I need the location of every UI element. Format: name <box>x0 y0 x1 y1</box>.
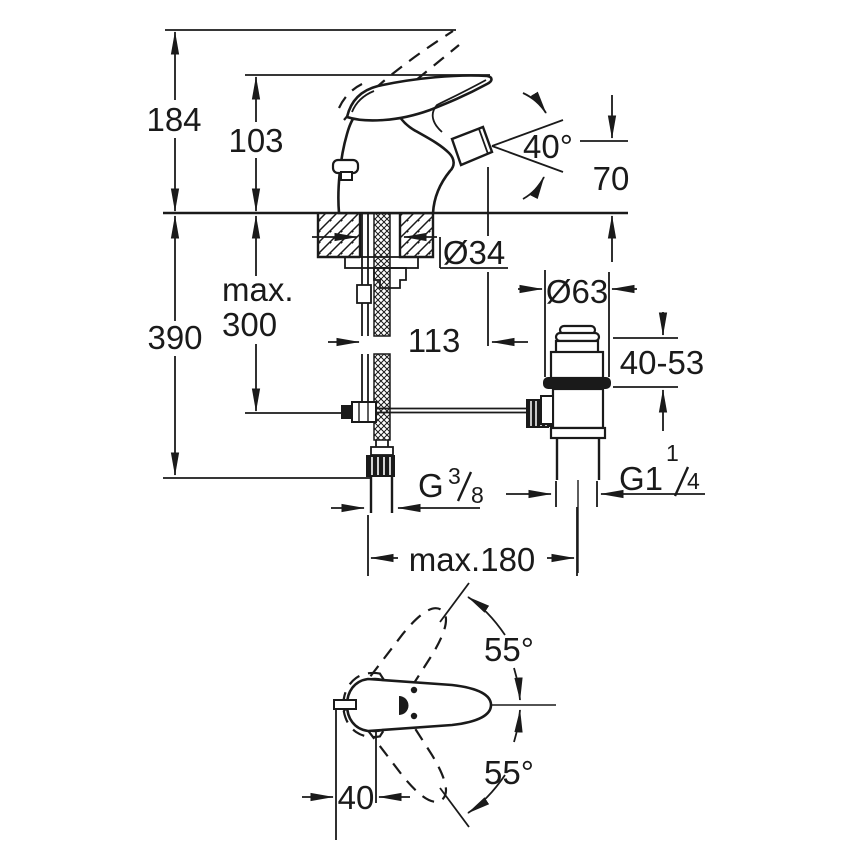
dim-reach-113: 113 <box>408 322 461 359</box>
handle-fold-line <box>351 90 375 113</box>
g38-connector-tube <box>369 477 394 513</box>
pop-up-rod-top-view <box>333 699 357 710</box>
pop-up-waste <box>540 324 611 573</box>
waste-body <box>551 387 605 430</box>
dim-max-180: max.180 <box>409 541 536 578</box>
g38-connector-nut <box>366 455 395 477</box>
dim-thread-g114: G1 1 4 <box>506 440 705 507</box>
pop-up-rod <box>361 213 369 404</box>
mounting-nut <box>373 267 407 289</box>
dim-thread-g38-num: 3 <box>448 463 461 489</box>
pop-up-knob-stem <box>340 171 353 181</box>
dim-waste-63: Ø63 <box>518 270 637 377</box>
dim-swivel-55-lower: 55° <box>484 754 534 791</box>
indicator-dot-top <box>410 686 418 694</box>
dim-thread-g114-num: 1 <box>666 440 679 466</box>
dim-waste-dia-63: Ø63 <box>546 273 608 310</box>
waste-side-port <box>540 395 554 425</box>
dim-height-103: 103 <box>228 122 283 159</box>
dim-hole-34: Ø34 <box>312 232 508 271</box>
waste-coupling-ring <box>549 426 607 440</box>
dim-103: 103 <box>228 74 490 212</box>
handle-top-view <box>345 677 493 733</box>
dim-depth-390: 390 <box>147 319 202 356</box>
g114-fraction-slash <box>673 466 690 497</box>
body-outline <box>337 105 455 215</box>
dim-max-300: max. 300 <box>219 215 341 414</box>
dim-height-184: 184 <box>146 101 201 138</box>
indicator-dot-bottom <box>410 712 418 720</box>
handle-raised-dashed-outer <box>343 30 454 121</box>
dim-offset-40-label: 40 <box>338 779 375 816</box>
rod-slider <box>356 284 372 304</box>
dim-offset-40: 40 <box>302 710 410 840</box>
deck-hatch-left <box>318 213 360 257</box>
waste-flange-seal <box>543 377 611 389</box>
handle-top-dashed-lower <box>342 671 448 803</box>
dim-spray-angle: 40° 70 <box>491 91 630 262</box>
waste-knob-base <box>554 331 601 343</box>
swivel-ref-line-upper <box>439 582 470 623</box>
handle-indicator-mark <box>399 696 409 715</box>
dim-thread-g38-base: G <box>418 467 444 504</box>
dim-thread-g114-base: G1 <box>619 460 663 497</box>
dim-184: 184 <box>146 29 456 212</box>
deck-section <box>163 211 628 259</box>
braided-hose-upper <box>373 212 391 337</box>
dim-deck-thickness: 40-53 <box>613 312 704 431</box>
hose-collar <box>370 446 394 456</box>
dim-max-300-line2: 300 <box>222 306 277 343</box>
handle-side <box>345 74 493 122</box>
dim-height-70: 70 <box>593 160 630 197</box>
handle-raised-dashed-inner <box>365 44 460 123</box>
dim-angle-40deg: 40° <box>523 128 573 165</box>
aerator-inner-line <box>478 128 489 155</box>
dim-deck-40-53: 40-53 <box>620 344 704 381</box>
handle-top-dashed-upper <box>342 607 448 739</box>
g38-fraction-slash <box>456 471 473 502</box>
side-view: 184 103 390 max. 300 <box>146 29 705 578</box>
handle-raised-dashed-hinge <box>337 83 363 109</box>
dim-max-180: max.180 <box>367 507 578 578</box>
dim-swivel-55-upper: 55° <box>484 631 534 668</box>
below-deck-assembly <box>344 212 419 513</box>
dim-390: 390 <box>146 215 370 479</box>
braided-hose-lower <box>373 353 391 441</box>
dim-thread-g38: G 3 8 <box>331 463 484 513</box>
handle-underside-line <box>431 79 487 133</box>
dim-hole-dia-34: Ø34 <box>443 234 505 271</box>
faucet-body <box>331 30 494 215</box>
rod-clamp <box>351 401 377 423</box>
deck-hatch-right <box>400 213 433 257</box>
waste-tailpipe <box>555 438 601 480</box>
horizontal-rod <box>352 407 526 414</box>
top-view: 55° 55° 40 <box>302 582 556 840</box>
waste-upper-body <box>549 350 605 380</box>
dim-max-300-line1: max. <box>222 271 294 308</box>
rod-end-cap <box>341 405 352 419</box>
swivel-ref-line-lower <box>439 787 470 828</box>
dim-113: 113 <box>328 167 528 359</box>
dim-thread-g38-den: 8 <box>471 482 484 508</box>
dim-thread-g114-den: 4 <box>687 468 700 494</box>
